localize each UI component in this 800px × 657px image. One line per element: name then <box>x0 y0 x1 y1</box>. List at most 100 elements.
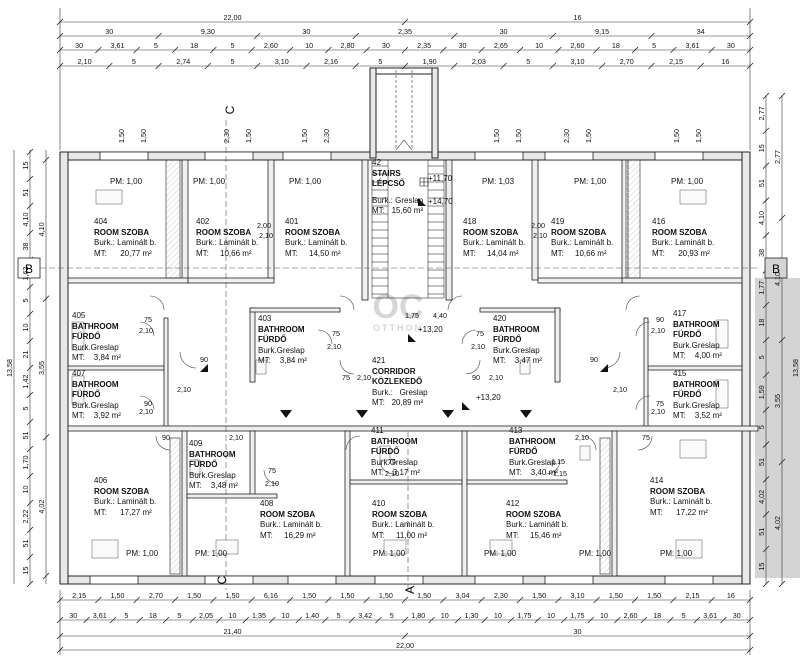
door-dim: 2,10 <box>575 433 589 442</box>
room-name-hu: SZOBA <box>490 227 519 237</box>
room-406: 406 ROOM SZOBA Burk.: Laminált b. MT: 17… <box>94 476 156 518</box>
top-dim-4: 2,10 <box>78 57 92 66</box>
window-dim: 1,50 <box>492 129 501 143</box>
room-name-en: ROOM <box>196 227 221 237</box>
room-name-en: STAIRS <box>372 168 401 178</box>
dimension-tick <box>746 32 754 40</box>
dimension-tick <box>631 46 639 54</box>
room-number: 411 <box>371 426 384 435</box>
right-dim-main: 4,02 <box>773 516 782 530</box>
area-label: MT: <box>372 398 385 407</box>
bottom-dim-2: 5 <box>390 611 394 620</box>
floor-label: Burk.: <box>551 238 572 247</box>
floor-label: Burk.: <box>196 238 217 247</box>
dimension-tick <box>549 32 557 40</box>
dimension-tick <box>26 526 34 534</box>
room-number: 412 <box>506 499 520 508</box>
room-number: 410 <box>372 499 386 508</box>
dimension-tick <box>325 596 332 604</box>
right-dim-inner: 51 <box>757 179 766 187</box>
dimension-tick <box>56 632 64 640</box>
dimension-tick <box>401 46 409 54</box>
level-1: +11,70 <box>428 174 453 183</box>
bottom-dim-1: 2,15 <box>72 591 86 600</box>
dimension-tick <box>516 596 524 604</box>
door-dim: 1,15 <box>551 457 565 466</box>
bottom-dim-2: 10 <box>547 611 555 620</box>
dimension-tick <box>762 162 770 169</box>
room-name-en: BATHROOM <box>72 379 119 389</box>
dimension-tick <box>478 596 485 604</box>
area-label: MT: <box>94 248 107 258</box>
room-414: 414 ROOM SZOBA Burk.: Laminált b. MT: 17… <box>650 476 712 518</box>
level-3: +13,20 <box>418 325 443 334</box>
pm-label-404: PM: 1,00 <box>110 177 143 186</box>
dimension-tick <box>708 596 715 604</box>
dimension-tick <box>253 32 261 40</box>
room-401: 401 ROOM SZOBA Burk.: Laminált b. MT: 14… <box>285 217 347 259</box>
dimension-tick <box>593 596 600 604</box>
level-4: +13,20 <box>476 393 501 402</box>
room-number: 406 <box>94 476 108 485</box>
window-dim: 1,50 <box>694 129 703 143</box>
door-dim: 2,10 <box>139 326 153 335</box>
window-dim: 1,50 <box>117 129 126 143</box>
pm-label-416: PM: 1,00 <box>671 177 704 186</box>
top-dim-2: 2,35 <box>398 27 412 36</box>
room-name-hu: SZOBA <box>121 486 150 496</box>
dimension-tick <box>401 616 409 624</box>
door-dim: 2,10 <box>259 231 273 240</box>
door-dim: 2,10 <box>651 407 665 416</box>
left-dim-inner: 5 <box>21 299 30 303</box>
area-label: MT: <box>509 468 522 477</box>
room-410: 410 ROOM SZOBA Burk.: Laminált b. MT: 11… <box>372 499 434 541</box>
section-a-bottom: A <box>403 586 417 594</box>
dimension-tick <box>352 32 359 40</box>
room-name-hu: SZOBA <box>679 227 708 237</box>
top-dim-3: 5 <box>652 41 656 50</box>
floor-value: Greslap <box>399 387 428 397</box>
dimension-tick <box>352 62 359 70</box>
dimension-tick <box>401 62 409 70</box>
dimension-tick <box>762 301 770 309</box>
area-label: MT: <box>196 248 209 258</box>
room-name-hu: FÜRDŐ <box>673 330 702 339</box>
area-value: 4,00 m² <box>694 351 722 360</box>
room-name-hu: FÜRDŐ <box>72 390 101 399</box>
door-dim: 2,10 <box>613 385 627 394</box>
floor-label: Burk. <box>493 345 512 355</box>
bottom-dim-2: 5 <box>124 611 128 620</box>
pm-label-406: PM: 1,00 <box>126 549 159 558</box>
right-dim-inner: 18 <box>757 319 766 327</box>
room-number: 420 <box>493 314 507 323</box>
bottom-dim-2: 1,40 <box>305 611 319 620</box>
bottom-dim-1: 1,50 <box>532 591 546 600</box>
door-dim: 2,10 <box>265 479 279 488</box>
floor-label: Burk. <box>509 457 528 467</box>
section-markers: B B C C A <box>17 105 788 594</box>
door-dim: 75 <box>388 457 396 466</box>
top-dim-1: 16 <box>574 13 582 22</box>
bottom-dim-1: 6,16 <box>264 591 278 600</box>
bottom-dim-1: 1,50 <box>379 591 393 600</box>
door-dim: 75 <box>642 433 650 442</box>
level-texts: +11,70 +14,70 +13,20 +13,20 <box>418 174 501 402</box>
dimension-tick <box>481 616 488 624</box>
right-dim-inner: 1,77 <box>757 281 766 295</box>
dimension-tick <box>171 46 179 54</box>
area-value: 3,40 m² <box>530 468 558 477</box>
room-420: 420 BATHROOM FÜRDŐ Burk.Greslap MT: 3,47… <box>493 314 542 367</box>
top-dim-4: 2,16 <box>324 57 338 66</box>
area-label: MT: <box>673 411 686 420</box>
left-dim-main: 3,55 <box>37 361 46 375</box>
room-name-hu: SZOBA <box>677 486 706 496</box>
dimension-tick <box>670 46 677 54</box>
floor-value: Laminált b. <box>486 238 526 247</box>
floor-label: Burk.: <box>650 497 671 506</box>
dimension-tick <box>762 197 770 204</box>
dimension-tick <box>26 472 34 480</box>
floor-label: Burk.: <box>372 387 393 397</box>
room-416: 416 ROOM SZOBA Burk.: Laminált b. MT: 20… <box>652 217 714 259</box>
dimension-tick <box>762 371 770 379</box>
